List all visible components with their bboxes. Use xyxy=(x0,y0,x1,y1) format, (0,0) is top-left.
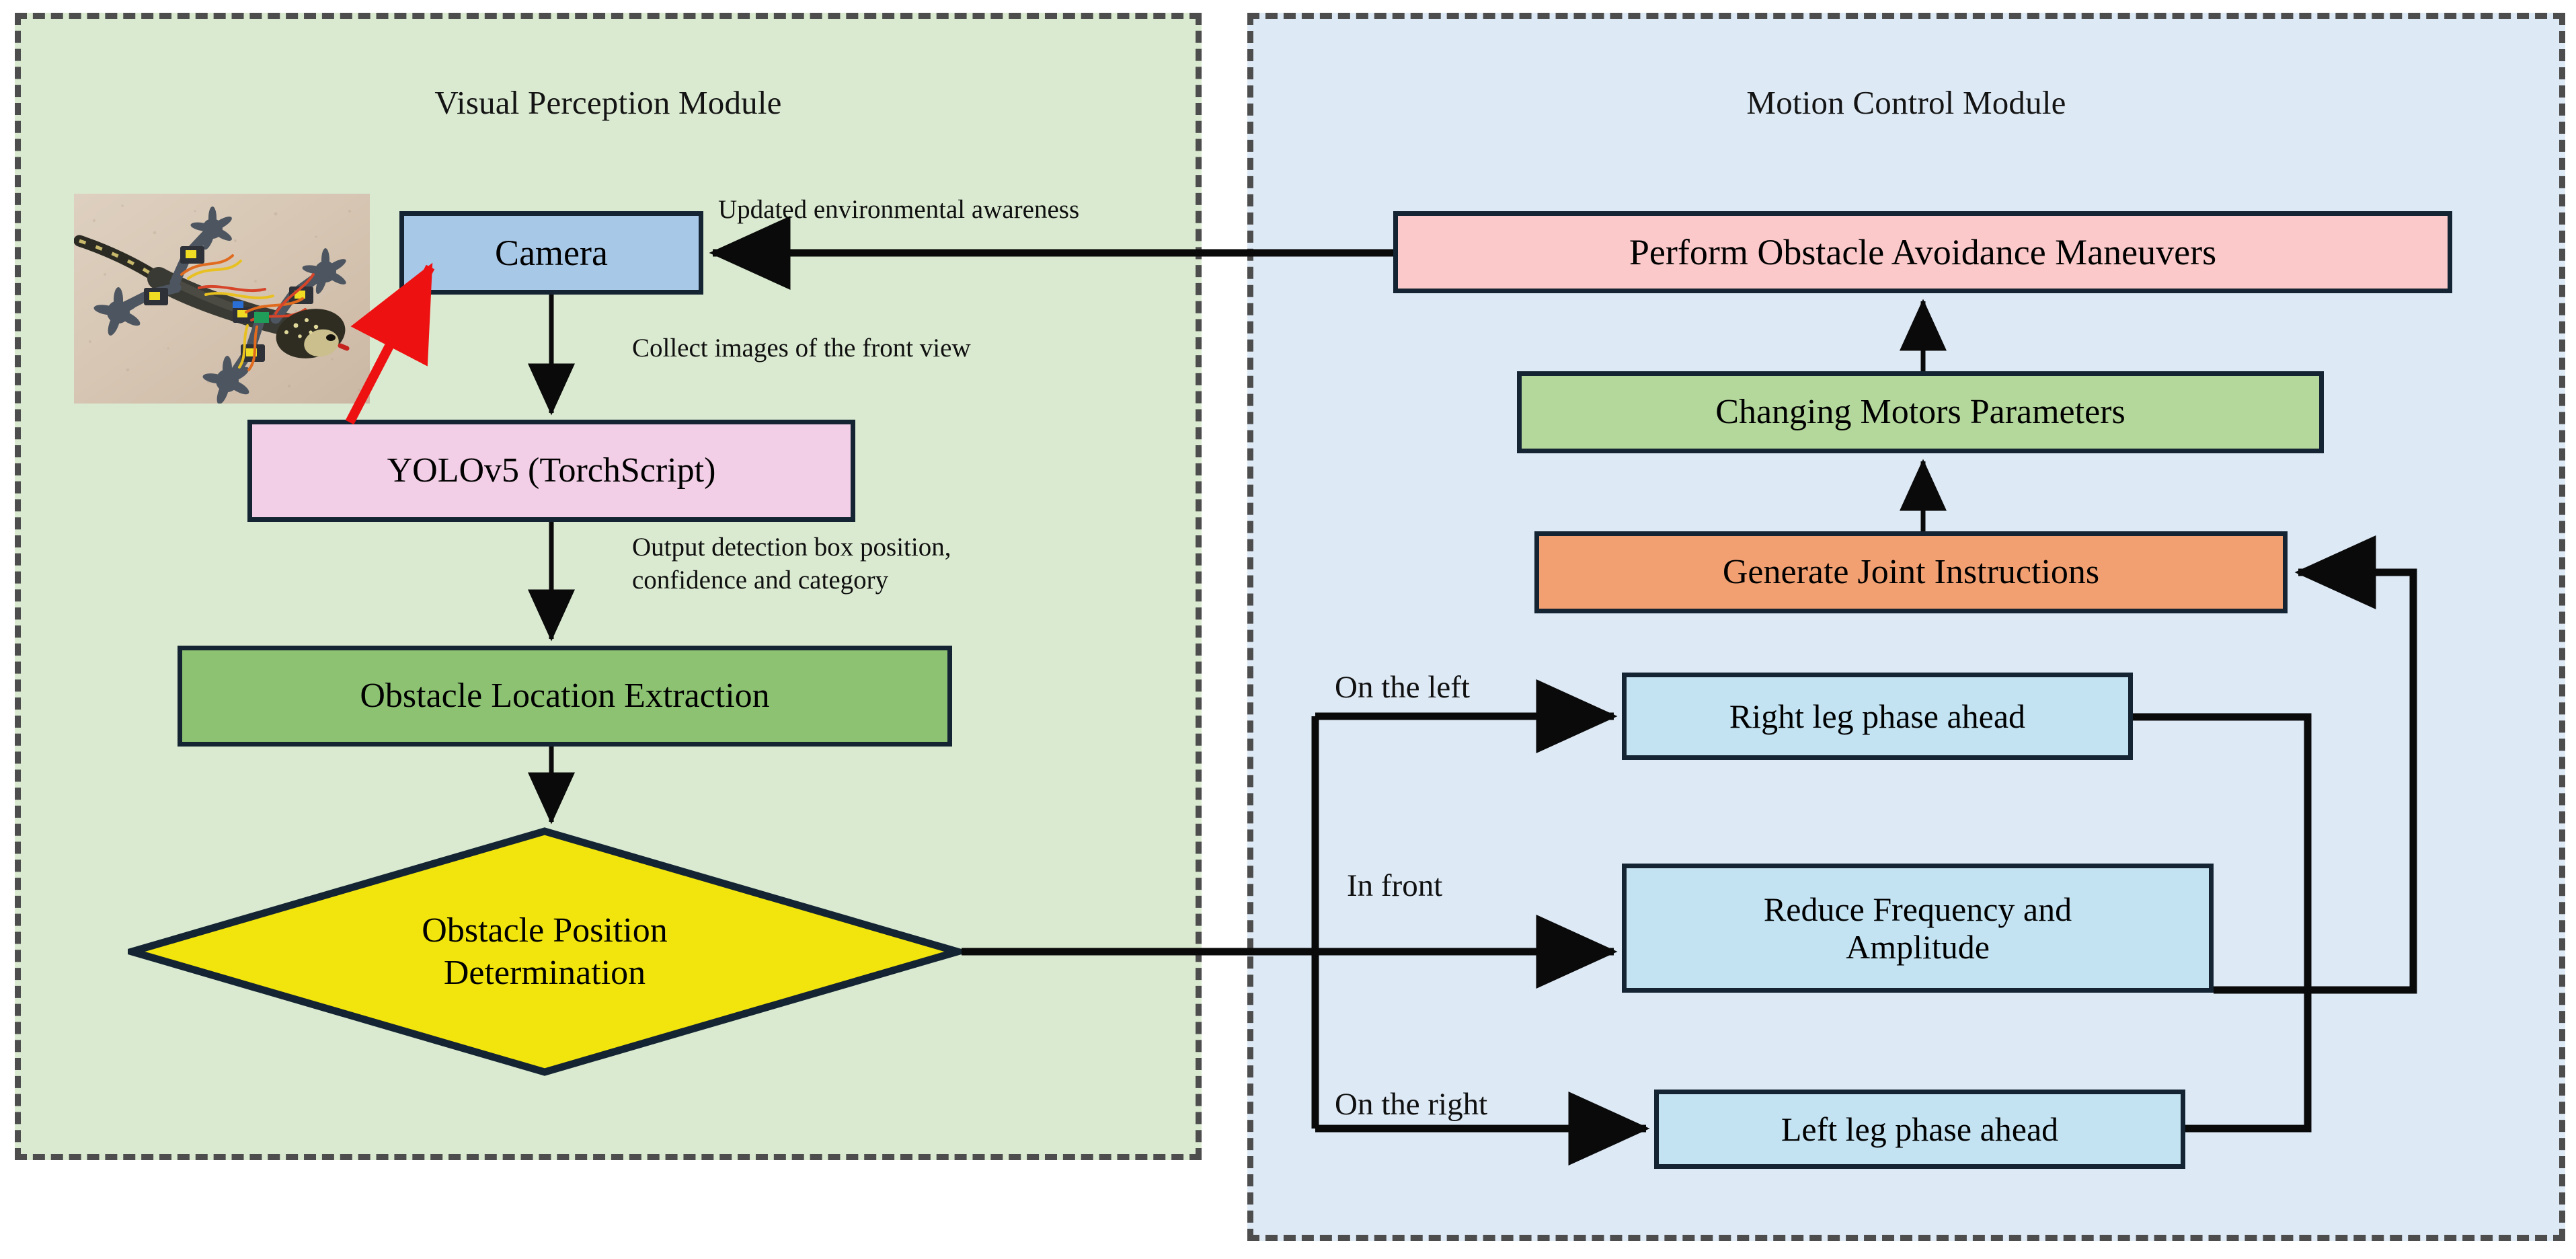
edge-label-collect-images: Collect images of the front view xyxy=(632,334,971,363)
node-changing-motors-parameters[interactable]: Changing Motors Parameters xyxy=(1517,371,2324,453)
panel-motion-control-module: Motion Control Module xyxy=(1247,13,2565,1241)
node-generate-joint-instructions[interactable]: Generate Joint Instructions xyxy=(1534,531,2288,613)
panel-title-visual: Visual Perception Module xyxy=(434,84,782,121)
node-left-leg-phase-ahead[interactable]: Left leg phase ahead xyxy=(1654,1090,2185,1169)
node-left-leg-label: Left leg phase ahead xyxy=(1781,1110,2059,1148)
node-obstacle-location-extraction[interactable]: Obstacle Location Extraction xyxy=(178,646,952,747)
node-camera[interactable]: Camera xyxy=(399,211,703,295)
node-reduce-frequency-and-amplitude[interactable]: Reduce Frequency and Amplitude xyxy=(1622,864,2214,993)
edge-label-output-line1: Output detection box position, xyxy=(632,533,951,562)
panel-title-motion: Motion Control Module xyxy=(1746,84,2066,121)
node-perform-label: Perform Obstacle Avoidance Maneuvers xyxy=(1629,231,2217,272)
node-joint-label: Generate Joint Instructions xyxy=(1722,552,2100,591)
node-right-leg-phase-ahead[interactable]: Right leg phase ahead xyxy=(1622,673,2133,760)
edge-label-on-the-left: On the left xyxy=(1335,670,1470,705)
node-camera-label: Camera xyxy=(495,232,608,273)
node-perform-obstacle-avoidance-maneuvers[interactable]: Perform Obstacle Avoidance Maneuvers xyxy=(1393,211,2452,293)
node-yolov5-label: YOLOv5 (TorchScript) xyxy=(387,451,716,490)
diamond-shape xyxy=(128,827,962,1076)
edge-label-output-detection: Output detection box position, confidenc… xyxy=(632,531,951,597)
edge-label-updated-environmental-awareness: Updated environmental awareness xyxy=(718,195,1080,224)
node-motors-label: Changing Motors Parameters xyxy=(1715,392,2125,431)
gecko-robot-photo xyxy=(74,194,370,404)
node-right-leg-label: Right leg phase ahead xyxy=(1729,697,2026,735)
edge-label-output-line2: confidence and category xyxy=(632,565,889,595)
diamond-label-line1: Obstacle Position xyxy=(422,911,668,950)
node-yolov5-torchscript[interactable]: YOLOv5 (TorchScript) xyxy=(247,420,855,522)
node-reduce-label-line1: Reduce Frequency and xyxy=(1763,890,2072,928)
edge-label-on-the-right: On the right xyxy=(1335,1087,1488,1122)
diamond-label-line2: Determination xyxy=(443,954,646,992)
node-extraction-label: Obstacle Location Extraction xyxy=(360,676,770,715)
edge-label-in-front: In front xyxy=(1347,868,1443,903)
node-obstacle-position-determination[interactable]: Obstacle Position Determination xyxy=(128,827,962,1076)
node-reduce-label-line2: Amplitude xyxy=(1846,928,1990,966)
